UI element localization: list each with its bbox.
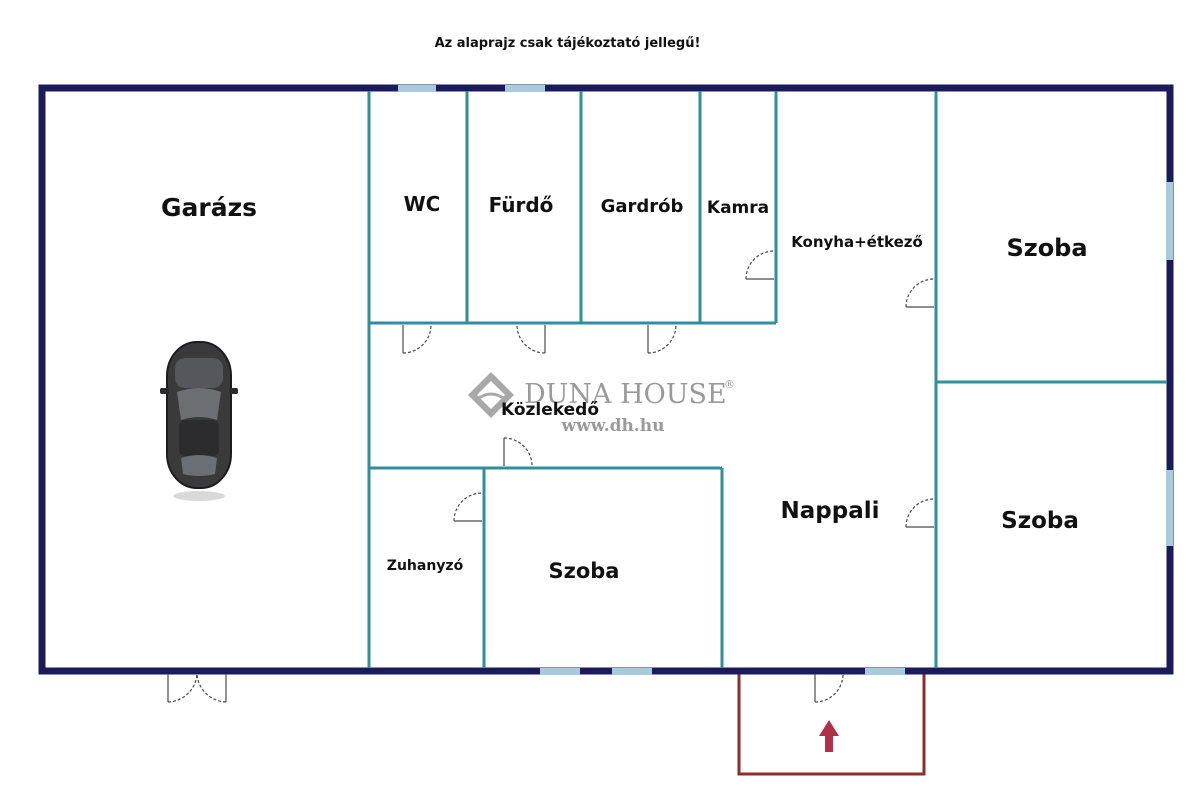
room-label-konyha: Konyha+étkező	[791, 233, 923, 251]
door-szoba-top	[905, 278, 935, 308]
room-label-kamra: Kamra	[707, 198, 769, 218]
door-zuhanyzo	[453, 492, 483, 522]
window	[505, 85, 545, 92]
room-label-gardrob: Gardrób	[601, 196, 684, 217]
room-label-nappali: Nappali	[781, 498, 880, 524]
door-wc	[402, 324, 432, 354]
door-entrance	[814, 673, 844, 703]
door-gardrob	[647, 324, 677, 354]
duna-house-logo	[468, 372, 514, 418]
room-label-szoba-top-right: Szoba	[1006, 234, 1087, 262]
door-garage-left	[167, 673, 198, 703]
car-icon	[160, 341, 238, 501]
entrance-porch	[737, 672, 926, 776]
door-furdo	[516, 324, 546, 354]
door-garage-right	[196, 673, 227, 703]
outer-wall	[38, 84, 1174, 675]
window	[865, 668, 905, 675]
door-szoba-middle	[503, 437, 533, 467]
watermark-url: www.dh.hu	[561, 416, 665, 436]
door-kamra	[745, 250, 775, 280]
disclaimer-text: Az alaprajz csak tájékoztató jellegű!	[434, 36, 701, 51]
watermark-registered: ®	[724, 378, 735, 391]
room-label-kozlekedo: Közlekedő	[501, 400, 599, 420]
window	[540, 668, 580, 675]
window	[1166, 470, 1173, 546]
window	[1166, 182, 1173, 260]
windows	[398, 85, 1173, 675]
room-label-szoba-middle: Szoba	[549, 559, 620, 583]
window	[612, 668, 652, 675]
room-label-wc: WC	[404, 192, 441, 216]
arrow-up-icon	[819, 720, 839, 752]
doors	[167, 250, 935, 703]
room-label-szoba-bottom-right: Szoba	[1001, 508, 1079, 534]
window	[398, 85, 436, 92]
room-label-garazs: Garázs	[161, 193, 257, 222]
room-label-zuhanyzo: Zuhanyzó	[387, 558, 464, 574]
door-szoba-right	[905, 498, 935, 528]
room-label-furdo: Fürdő	[489, 193, 554, 217]
watermark-brand: DUNA HOUSE	[524, 379, 727, 410]
inner-walls	[367, 91, 1167, 668]
